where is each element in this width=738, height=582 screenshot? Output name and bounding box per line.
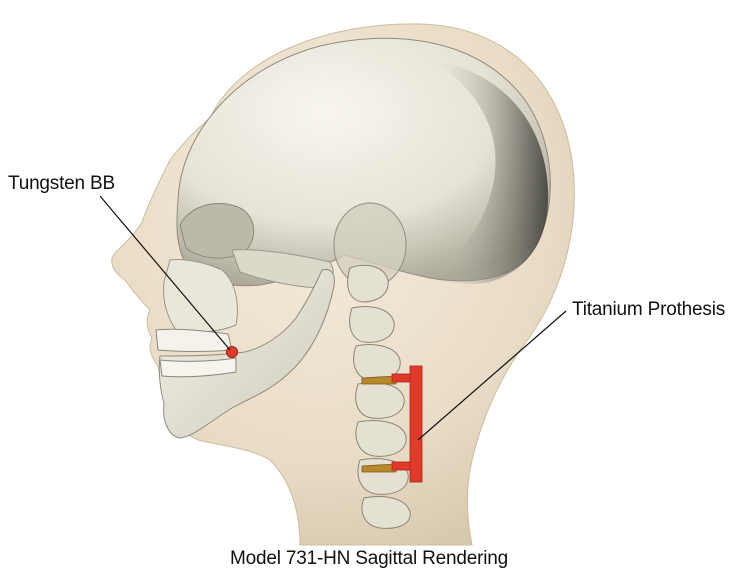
figure-caption: Model 731-HN Sagittal Rendering: [0, 548, 738, 570]
titanium-prosthesis-label: Titanium Prothesis: [572, 299, 725, 321]
upper-teeth: [156, 329, 232, 351]
tungsten-bb-label: Tungsten BB: [8, 173, 115, 195]
